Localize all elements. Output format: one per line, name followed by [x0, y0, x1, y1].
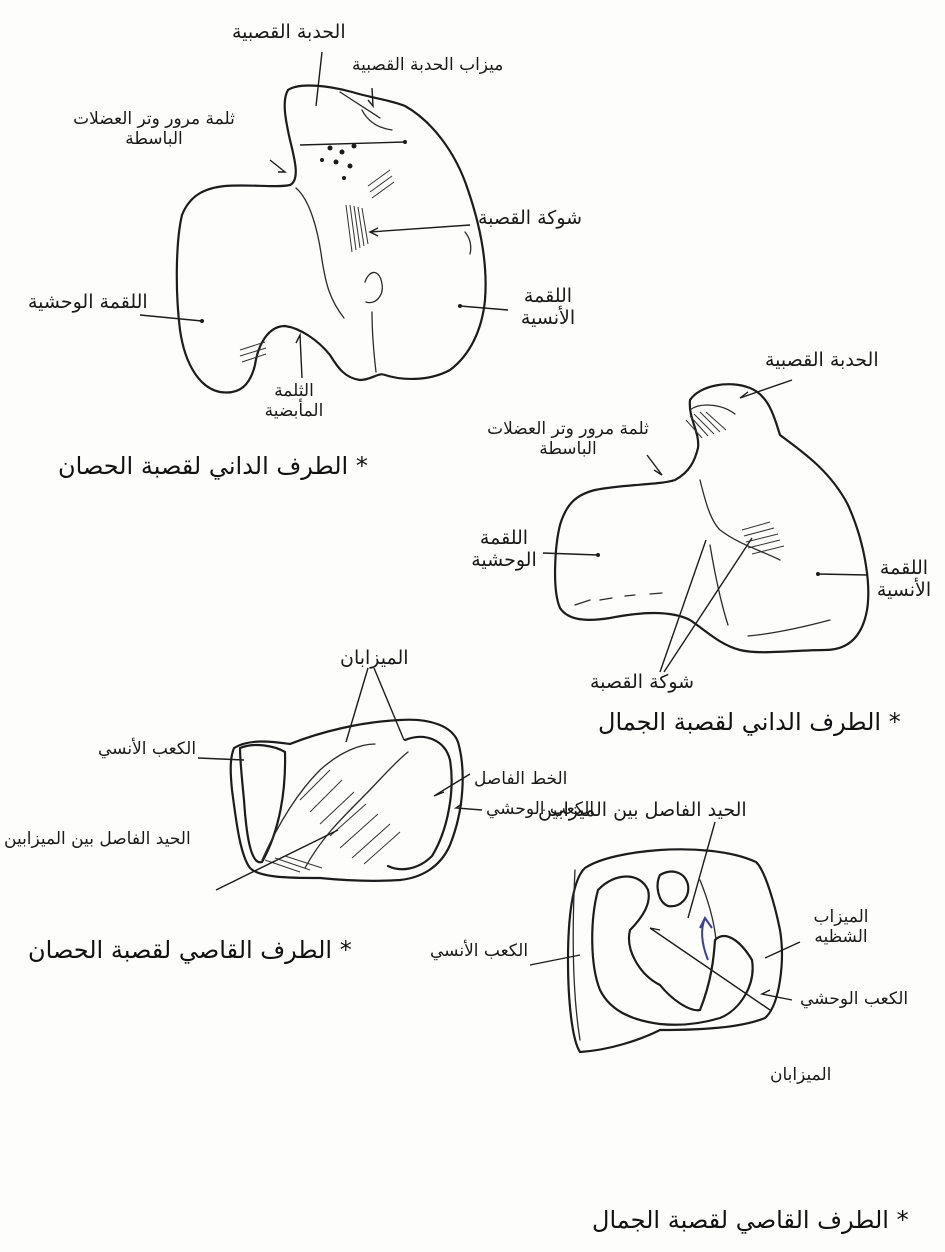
fig4-label-sagittal-groove: الميزاب الشظيه [806, 908, 876, 947]
fig2-label-tibial-spine: شوكة القصبة [590, 672, 694, 694]
fig3-bone-outline [231, 720, 463, 881]
fig1-label-tuberosity-groove: ميزاب الحدبة القصبية [352, 56, 503, 76]
fig2-label-medial-condyle: اللقمة الأنسية [868, 558, 940, 602]
fig3-leader-lines [198, 668, 482, 890]
fig1-label-medial-condyle: اللقمة الأنسية [512, 286, 584, 330]
fig4-label-ridge-between-grooves: الحيد الفاصل بين الميزابين [538, 800, 747, 822]
fig3-caption: * الطرف القاصي لقصبة الحصان [28, 936, 352, 964]
fig2-label-lateral-condyle: اللقمة الوحشية [466, 528, 542, 572]
fig1-label-tibial-spine: شوكة القصبة [478, 208, 582, 230]
fig4-bone-outline [568, 849, 782, 1052]
fig2-label-tuberosity: الحدبة القصبية [765, 350, 879, 372]
fig3-label-grooves: الميزابان [340, 648, 409, 670]
fig1-leader-lines [140, 52, 508, 378]
fig1-caption: * الطرف الداني لقصبة الحصان [58, 452, 368, 480]
fig1-label-tuberosity: الحدبة القصبية [232, 22, 346, 44]
fig2-caption: * الطرف الداني لقصبة الجمال [598, 708, 901, 736]
fig3-label-ridge-between-grooves: الحيد الفاصل بين الميزابين [4, 830, 191, 850]
fig4-label-lateral-malleolus: الكعب الوحشي [800, 990, 908, 1010]
fig4-caption: * الطرف القاصي لقصبة الجمال [592, 1206, 909, 1234]
fig2-label-extensor-notch: ثلمة مرور وتر العضلات الباسطة [478, 420, 658, 459]
fig4-label-grooves: الميزابان [770, 1066, 831, 1086]
fig1-label-extensor-notch: ثلمة مرور وتر العضلات الباسطة [64, 110, 244, 149]
fig1-label-popliteal-notch: الثلمة المأبضية [256, 382, 332, 421]
fig3-label-medial-malleolus: الكعب الأنسي [98, 740, 196, 760]
fig1-label-lateral-condyle: اللقمة الوحشية [28, 292, 148, 314]
fig3-label-separating-line: الخط الفاصل [474, 770, 567, 790]
fig4-label-medial-malleolus: الكعب الأنسي [430, 942, 528, 962]
